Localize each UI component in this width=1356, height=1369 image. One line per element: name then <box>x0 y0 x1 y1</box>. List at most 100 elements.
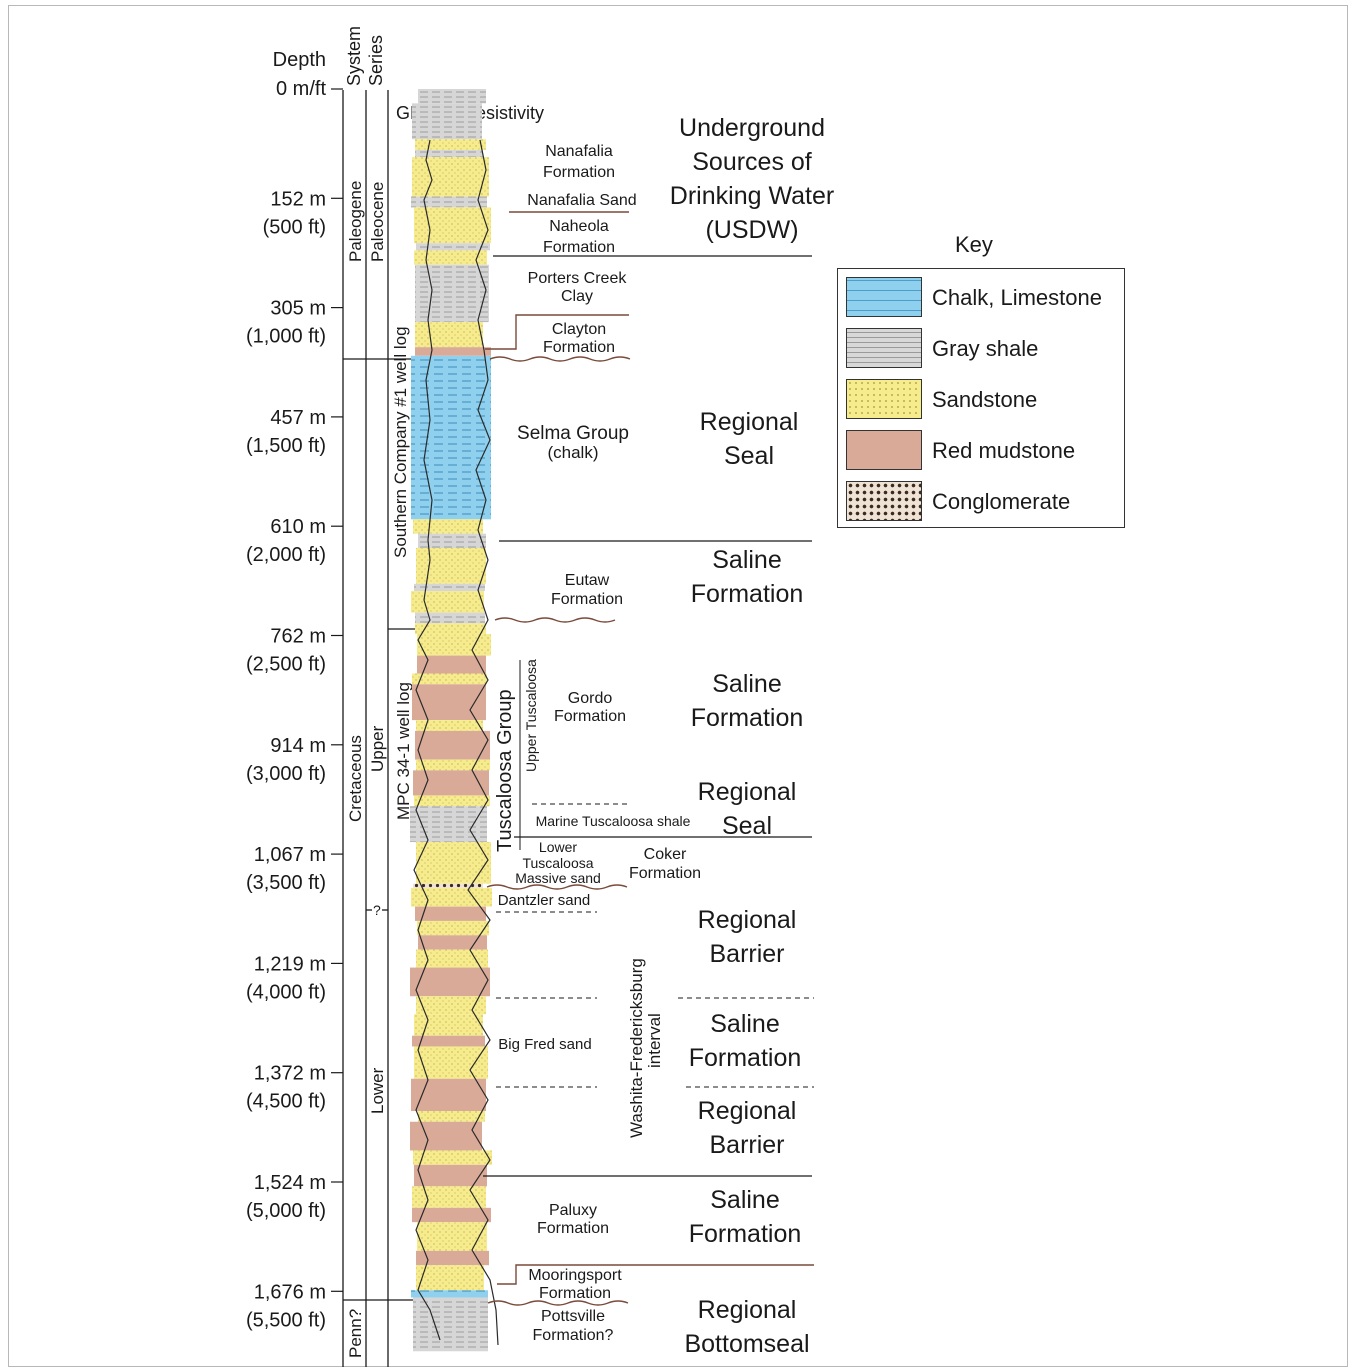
saline-formation-3-label-2: Formation <box>689 1044 802 1072</box>
lithology-bed-mud <box>415 731 490 760</box>
lithology-bed-sand <box>417 634 491 656</box>
regional-seal-1-label: Regional <box>700 408 799 436</box>
coker-formation-label-2: Formation <box>629 865 701 882</box>
regional-seal-2-label-2: Seal <box>722 812 772 840</box>
depth-label-m: 610 m <box>270 516 326 538</box>
lithology-bed-sand <box>412 157 489 196</box>
depth-label-m: 1,676 m <box>254 1281 326 1303</box>
lithology-column <box>410 89 492 1351</box>
tuscaloosa-group-label: Tuscaloosa Group <box>494 689 516 852</box>
series-header: Series <box>366 35 386 86</box>
porters-creek-label-2: Clay <box>561 288 593 305</box>
lithology-bed-sand <box>416 996 486 1014</box>
depth-label-m: 457 m <box>270 407 326 429</box>
coker-formation-label: Coker <box>644 846 687 863</box>
lithology-bed-shale <box>415 265 489 322</box>
nanafalia-formation-label: Nanafalia <box>545 143 613 160</box>
lithology-bed-sand <box>416 760 490 771</box>
series-upper: Upper <box>368 725 387 772</box>
naheola-formation-label-2: Formation <box>543 239 615 256</box>
lithology-bed-mud <box>413 770 489 795</box>
depth-label-m: 0 m/ft <box>276 78 326 100</box>
regional-seal-1-label-2: Seal <box>724 442 774 470</box>
lithology-bed-shale <box>414 584 485 591</box>
system-penn: Penn? <box>346 1309 365 1358</box>
usdw-label-4: (USDW) <box>705 216 798 244</box>
key-item-sand: Sandstone <box>846 379 1116 421</box>
gordo-formation-label: Gordo <box>568 690 613 707</box>
depth-label-ft: (500 ft) <box>263 216 326 238</box>
key-label-sand: Sandstone <box>932 387 1037 413</box>
depth-label-ft: (1,000 ft) <box>246 326 326 348</box>
mooringsport-formation-label: Mooringsport <box>528 1267 622 1284</box>
saline-formation-4-label: Saline <box>710 1186 780 1214</box>
lower-tuscaloosa-label-3: Massive sand <box>515 870 601 886</box>
lithology-bed-shale <box>415 150 483 157</box>
lithology-bed-shale <box>412 103 482 139</box>
lithology-bed-mud <box>414 1165 487 1187</box>
usdw-label-2: Sources of <box>692 148 812 176</box>
series-lower: Lower <box>368 1067 387 1114</box>
lithology-bed-sand <box>417 921 489 935</box>
saline-formation-2-label: Saline <box>712 670 782 698</box>
depth-header: Depth <box>273 49 326 71</box>
lithology-bed-sand <box>415 139 486 150</box>
upper-tuscaloosa-label: Upper Tuscaloosa <box>523 659 539 772</box>
mooringsport-formation-label-2: Formation <box>539 1285 611 1302</box>
lithology-bed-sand <box>416 842 491 884</box>
depth-label-m: 1,524 m <box>254 1172 326 1194</box>
system-header: System <box>344 26 364 86</box>
depth-label-ft: (5,500 ft) <box>246 1309 326 1331</box>
lithology-bed-mud <box>410 968 490 997</box>
southern-company-well-log-label: Southern Company #1 well log <box>391 326 410 558</box>
lithology-bed-sand <box>412 674 487 685</box>
key-title: Key <box>955 232 993 258</box>
key-label-shale: Gray shale <box>932 336 1038 362</box>
lithology-bed-mud <box>410 1122 482 1151</box>
clayton-formation-label: Clayton <box>552 321 606 338</box>
lithology-bed-chalk <box>411 356 491 520</box>
lithology-bed-sand <box>414 207 491 243</box>
washita-fredericksburg-label: Washita-Fredericksburg <box>627 958 646 1138</box>
regional-seal-2-label: Regional <box>698 778 797 806</box>
depth-label-ft: (3,500 ft) <box>246 872 326 894</box>
lithology-bed-sand <box>414 795 490 806</box>
lithology-bed-shale <box>415 613 485 624</box>
key-label-cong: Conglomerate <box>932 489 1070 515</box>
saline-formation-1-label-2: Formation <box>691 580 804 608</box>
selma-chalk-label: (chalk) <box>547 443 598 462</box>
lower-tuscaloosa-label: Lower <box>539 839 577 855</box>
key-label-chalk: Chalk, Limestone <box>932 285 1102 311</box>
series-question: ? <box>373 902 381 918</box>
lithology-bed-sand <box>413 1150 492 1164</box>
key-item-shale: Gray shale <box>846 328 1116 370</box>
depth-label-m: 152 m <box>270 188 326 210</box>
depth-label-m: 914 m <box>270 735 326 757</box>
key-item-cong: Conglomerate <box>846 481 1116 523</box>
naheola-formation-label: Naheola <box>549 218 609 235</box>
lower-tuscaloosa-label-2: Tuscaloosa <box>522 855 593 871</box>
marine-tuscaloosa-label: Marine Tuscaloosa shale <box>536 813 691 829</box>
lithology-bed-sand <box>413 519 483 533</box>
system-paleogene: Paleogene <box>346 181 365 262</box>
selma-group-label: Selma Group <box>517 423 629 444</box>
depth-label-m: 762 m <box>270 626 326 648</box>
depth-label-m: 305 m <box>270 298 326 320</box>
lithology-bed-sand <box>416 1265 484 1290</box>
regional-bottomseal-label-2: Bottomseal <box>684 1330 809 1358</box>
depth-label-m: 1,067 m <box>254 844 326 866</box>
regional-barrier-1-label: Regional <box>698 906 797 934</box>
key-item-chalk: Chalk, Limestone <box>846 277 1116 319</box>
nanafalia-formation-label-2: Formation <box>543 164 615 181</box>
gordo-formation-label-2: Formation <box>554 708 626 725</box>
usdw-label-3: Drinking Water <box>670 182 834 210</box>
lithology-bed-sand <box>414 1046 488 1078</box>
key-legend: Chalk, Limestone Gray shale Sandstone Re… <box>837 268 1125 528</box>
lithology-bed-shale <box>418 89 486 103</box>
mpc-well-log-label: MPC 34-1 well log <box>394 682 413 820</box>
shale-swatch <box>846 328 922 368</box>
series-paleocene: Paleocene <box>368 182 387 262</box>
lithology-bed-shale <box>413 1297 488 1351</box>
usdw-label-1: Underground <box>679 114 825 142</box>
